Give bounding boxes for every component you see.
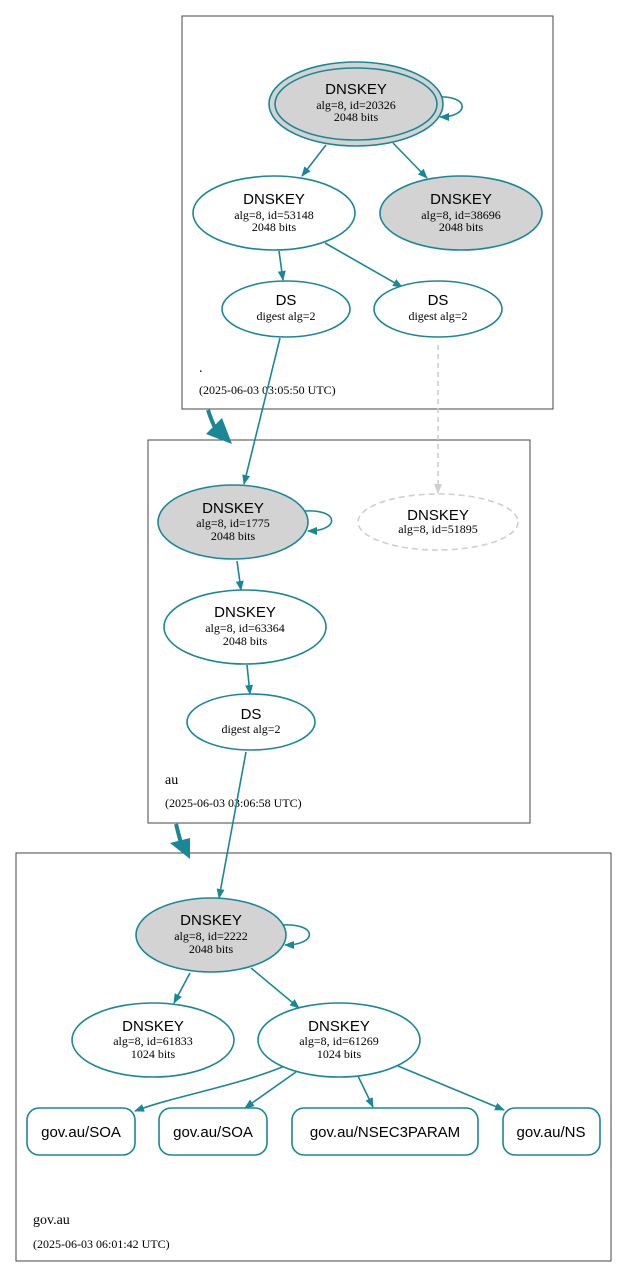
node-gov-zsk2: DNSKEY alg=8, id=61269 1024 bits (257, 1002, 421, 1078)
node-root-ds2: DS digest alg=2 (373, 280, 503, 338)
node-gov-zsk2-info: alg=8, id=61269 (299, 1034, 379, 1048)
edge-ds1-au-ksk (242, 337, 281, 485)
record-ns-label: gov.au/NS (517, 1124, 586, 1141)
node-root-key3-bits: 2048 bits (439, 220, 484, 234)
node-au-ksk-type: DNSKEY (202, 500, 264, 517)
record-ns: gov.au/NS (502, 1107, 601, 1156)
node-au-ds-type: DS (241, 706, 262, 723)
node-au-ksk: DNSKEY alg=8, id=1775 2048 bits (157, 484, 309, 560)
node-gov-ksk-bits: 2048 bits (189, 942, 234, 956)
node-root-ds1-info: digest alg=2 (256, 309, 315, 323)
node-root-key3-type: DNSKEY (430, 191, 492, 208)
delegation-arrow-root-au (206, 409, 232, 444)
node-root-zsk-info: alg=8, id=53148 (234, 208, 314, 222)
node-root-ds2-info: digest alg=2 (408, 309, 467, 323)
edge-gov-ksk-zsk1 (173, 972, 191, 1004)
node-root-ksk-type: DNSKEY (325, 81, 387, 98)
zone-au-label: au (165, 773, 178, 788)
record-nsec3param: gov.au/NSEC3PARAM (291, 1107, 479, 1156)
node-root-zsk: DNSKEY alg=8, id=53148 2048 bits (192, 175, 356, 251)
node-root-ksk-info: alg=8, id=20326 (316, 98, 396, 112)
node-gov-zsk2-type: DNSKEY (308, 1018, 370, 1035)
edge-gov-zsk2-soa2 (244, 1071, 297, 1109)
node-root-ds1: DS digest alg=2 (221, 280, 351, 338)
node-au-ds: DS digest alg=2 (186, 693, 316, 751)
node-root-key3-info: alg=8, id=38696 (421, 208, 501, 222)
edge-gov-ksk-self (281, 924, 311, 949)
record-soa-1: gov.au/SOA (26, 1107, 136, 1156)
node-root-ds2-type: DS (428, 292, 449, 309)
edge-root-zsk-ds2 (324, 242, 403, 288)
edge-root-zsk-ds1 (277, 250, 286, 281)
edge-au-zsk-ds (245, 664, 254, 695)
node-au-zsk-info: alg=8, id=63364 (205, 621, 285, 635)
node-gov-zsk1-info: alg=8, id=61833 (113, 1034, 193, 1048)
node-root-ksk: DNSKEY alg=8, id=20326 2048 bits (268, 61, 444, 147)
node-au-missing-type: DNSKEY (407, 507, 469, 524)
record-soa-1-label: gov.au/SOA (41, 1124, 121, 1141)
node-root-ds1-type: DS (276, 292, 297, 309)
edge-gov-zsk2-soa1 (134, 1065, 286, 1112)
node-au-zsk-bits: 2048 bits (223, 634, 268, 648)
zone-govau-timestamp: (2025-06-03 06:01:42 UTC) (33, 1237, 170, 1251)
edge-gov-zsk2-ns (397, 1065, 505, 1111)
node-au-ksk-info: alg=8, id=1775 (196, 516, 270, 530)
node-gov-ksk-type: DNSKEY (180, 912, 242, 929)
node-root-zsk-bits: 2048 bits (252, 220, 297, 234)
node-au-zsk-type: DNSKEY (214, 604, 276, 621)
zone-govau-label: gov.au (33, 1213, 70, 1228)
edge-au-ds-gov-ksk (216, 751, 247, 899)
edge-au-ksk-zsk (235, 560, 244, 591)
node-root-ksk-bits: 2048 bits (334, 110, 379, 124)
record-soa-2: gov.au/SOA (158, 1107, 268, 1156)
edge-gov-zsk2-nsec3param (357, 1075, 374, 1108)
node-gov-ksk: DNSKEY alg=8, id=2222 2048 bits (135, 897, 287, 973)
node-au-zsk: DNSKEY alg=8, id=63364 2048 bits (163, 589, 327, 665)
node-au-ds-info: digest alg=2 (221, 722, 280, 736)
node-root-zsk-type: DNSKEY (243, 191, 305, 208)
node-gov-zsk1: DNSKEY alg=8, id=61833 1024 bits (71, 1002, 235, 1078)
node-au-ksk-bits: 2048 bits (211, 529, 256, 543)
edge-root-ksk-self (436, 96, 463, 121)
zone-au-timestamp: (2025-06-03 03:06:58 UTC) (165, 796, 302, 810)
edge-root-ksk-key3 (392, 142, 428, 179)
node-gov-zsk1-type: DNSKEY (122, 1018, 184, 1035)
record-soa-2-label: gov.au/SOA (173, 1124, 253, 1141)
node-gov-zsk1-bits: 1024 bits (131, 1047, 176, 1061)
edge-au-ksk-self (304, 510, 333, 535)
record-nsec3param-label: gov.au/NSEC3PARAM (310, 1124, 460, 1141)
zone-root-label: . (199, 361, 203, 376)
edge-gov-ksk-zsk2 (250, 967, 300, 1009)
node-gov-ksk-info: alg=8, id=2222 (174, 929, 248, 943)
node-root-key3: DNSKEY alg=8, id=38696 2048 bits (379, 175, 543, 251)
edge-root-ksk-zsk (301, 144, 327, 177)
delegation-arrow-au-govau (170, 823, 190, 859)
node-gov-zsk2-bits: 1024 bits (317, 1047, 362, 1061)
node-au-missing-info: alg=8, id=51895 (398, 522, 478, 536)
node-au-missing: DNSKEY alg=8, id=51895 (357, 493, 519, 551)
